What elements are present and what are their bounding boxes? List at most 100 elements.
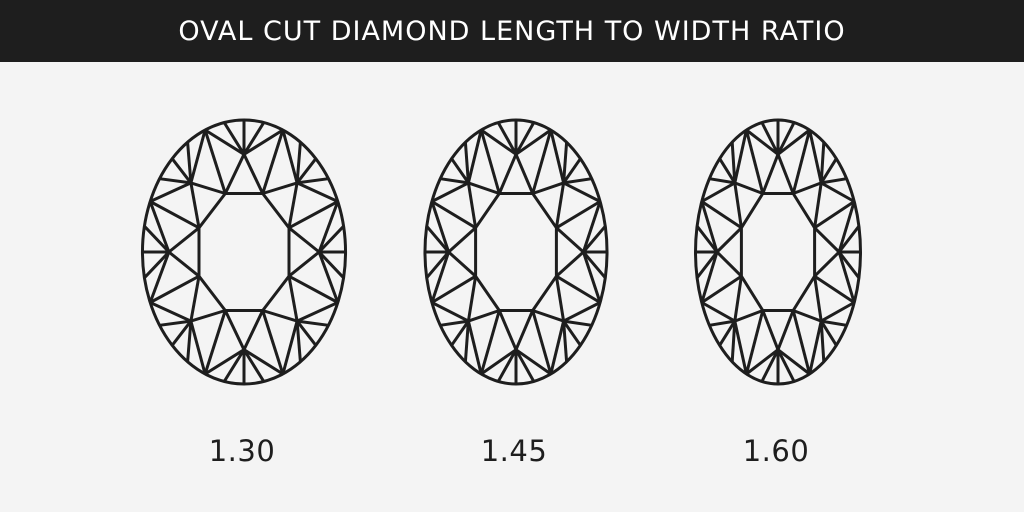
table-facet [197, 192, 291, 312]
star-facet-edge [467, 181, 500, 195]
girdle-facet-edge [819, 321, 826, 362]
girdle-facet-edge [514, 121, 536, 156]
bezel-facet-edge [531, 310, 553, 375]
upper-girdle-edge [820, 181, 855, 203]
star-facet-edge [761, 309, 780, 351]
upper-girdle-edge [700, 251, 719, 303]
bezel-facet-edge [813, 274, 856, 304]
girdle-facet-edge [562, 320, 569, 362]
star-facet-edge [189, 182, 201, 229]
star-facet-edge [554, 182, 566, 229]
upper-girdle-edge [296, 181, 339, 203]
upper-girdle-edge [733, 129, 748, 184]
girdle-facet-edge [496, 348, 518, 383]
star-facet-edge [776, 309, 795, 351]
oval-diamond-icon [423, 118, 609, 386]
main-facet-edge [819, 157, 838, 184]
upper-girdle-edge [431, 301, 470, 323]
star-facet-edge [776, 153, 795, 195]
upper-girdle-edge [430, 251, 451, 303]
star-facet-edge [792, 309, 822, 323]
star-facet-edge [288, 250, 321, 278]
upper-girdle-edge [562, 301, 601, 323]
upper-girdle-edge [480, 128, 517, 156]
table-facet [739, 192, 817, 312]
upper-girdle-edge [777, 348, 811, 376]
upper-girdle-edge [317, 251, 340, 304]
star-facet-edge [792, 181, 822, 195]
star-facet-edge [287, 182, 299, 229]
star-facet-edge [466, 275, 478, 322]
star-facet-edge [223, 153, 246, 195]
star-facet-edge [532, 309, 565, 323]
star-facet-edge [813, 275, 823, 322]
bezel-facet-edge [203, 129, 227, 194]
oval-diamond-figure-1 [134, 118, 354, 420]
star-facet-edge [287, 275, 299, 322]
bezel-facet-edge [203, 310, 227, 375]
girdle-facet-edge [496, 121, 518, 156]
girdle-facet-edge [582, 251, 607, 279]
upper-girdle-edge [562, 181, 601, 203]
girdle-facet-edge [222, 121, 246, 156]
girdle-facet-edge [425, 251, 450, 279]
star-facet-edge [242, 153, 265, 195]
girdle-facet-edge [296, 319, 329, 327]
upper-girdle-edge [515, 348, 552, 376]
upper-girdle-edge [189, 320, 207, 375]
upper-girdle-edge [243, 128, 284, 156]
bezel-facet-edge [479, 129, 501, 194]
oval-diamond-icon [694, 118, 862, 386]
main-facet-edge [450, 320, 470, 347]
upper-girdle-edge [745, 348, 779, 376]
upper-girdle-edge [515, 128, 552, 156]
girdle-facet-edge [318, 225, 345, 254]
girdle-facet-edge [143, 225, 170, 254]
star-facet-edge [514, 309, 535, 351]
girdle-facet-edge [318, 250, 345, 279]
oval-diamond-figure-2 [406, 118, 626, 420]
girdle-facet-edge [709, 319, 736, 327]
star-facet-edge [813, 182, 823, 229]
upper-girdle-edge [733, 320, 748, 375]
upper-girdle-edge [243, 348, 284, 376]
bezel-facet-edge [744, 129, 765, 194]
girdle-facet-edge [440, 177, 469, 185]
star-facet-edge [555, 226, 585, 254]
upper-girdle-edge [581, 251, 602, 303]
upper-girdle-edge [148, 200, 171, 253]
star-facet-edge [514, 153, 535, 195]
upper-girdle-edge [700, 201, 719, 253]
star-facet-edge [262, 181, 298, 195]
star-facet-edge [715, 226, 743, 254]
girdle-facet-edge [760, 121, 780, 155]
girdle-facet-edge [776, 349, 796, 383]
girdle-facet-edge [709, 177, 736, 185]
bezel-facet-edge [813, 200, 856, 230]
bezel-facet-edge [261, 310, 285, 375]
facet-lines [140, 118, 348, 386]
girdle-facet-edge [582, 225, 607, 253]
upper-girdle-edge [204, 348, 245, 376]
star-facet-edge [262, 309, 298, 323]
star-facet-edge [813, 226, 841, 254]
star-facet-edge [167, 250, 200, 278]
girdle-facet-edge [514, 348, 536, 383]
girdle-facet-edge [296, 177, 329, 185]
main-facet-edge [562, 320, 582, 347]
girdle-facet-edge [463, 320, 470, 362]
main-facet-edge [718, 157, 737, 184]
upper-girdle-edge [149, 301, 192, 323]
girdle-facet-edge [819, 142, 826, 183]
star-facet-edge [733, 275, 743, 322]
star-facet-edge [497, 153, 518, 195]
girdle-facet-edge [837, 251, 861, 279]
girdle-facet-edge [820, 177, 847, 185]
main-facet-edge [295, 157, 317, 184]
star-facet-edge [190, 181, 226, 195]
title-bar: OVAL CUT DIAMOND LENGTH TO WIDTH RATIO [0, 0, 1024, 62]
upper-girdle-edge [148, 251, 171, 304]
upper-girdle-edge [480, 348, 517, 376]
girdle-facet-edge [222, 348, 246, 383]
